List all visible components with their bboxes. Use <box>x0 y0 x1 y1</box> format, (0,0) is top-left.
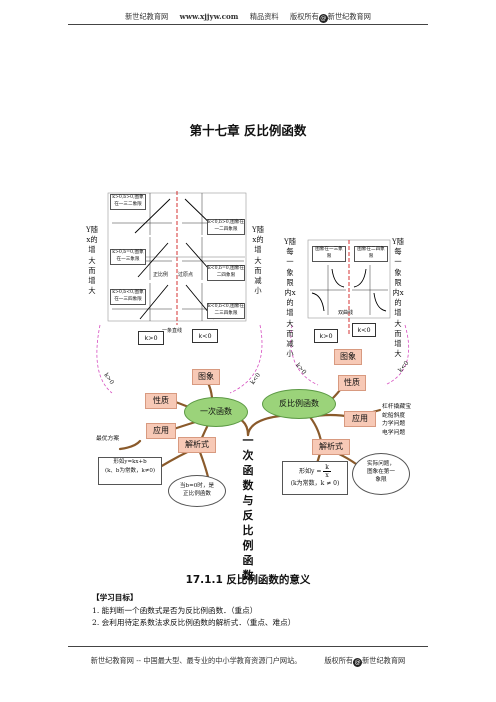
header-divider <box>68 24 428 25</box>
header-slogan: 精品资料 <box>249 12 279 21</box>
yingyong-tag-right: 应用 <box>344 411 376 427</box>
real-problem-note: 实际问题， 图象在第一 象限 <box>352 453 410 495</box>
left-increase-text: Y随x的增大而增大 <box>86 225 98 296</box>
hyper-box-1: 图象在一三象限 <box>312 246 346 262</box>
shuang-quxian-label: 双曲线 <box>338 310 354 316</box>
right-decrease-text: Y随每一象限内x的增大而减小 <box>284 237 296 359</box>
real-problem-line2: 图象在第一 <box>367 469 395 475</box>
objective-item-2: 2. 会利用待定系数法求反比例函数的解析式．（重点、难点） <box>92 618 296 627</box>
tuxiang-tag-right: 图象 <box>334 349 362 365</box>
inverse-formula-line: 形如y = k x <box>283 464 347 479</box>
fraction-denominator: x <box>325 472 329 479</box>
linear-box-2: k>0,b=0,图象在一三象限 <box>110 249 146 265</box>
real-problem-line3: 象限 <box>375 477 387 483</box>
linear-box-5: k<0,b=0,图象在二四象限 <box>207 265 245 281</box>
center-title: 一次函数与反比例函数 <box>242 434 254 582</box>
footer-tagline: -- 中国最大型、最专业的中小学教育资源门户网站。 <box>136 656 302 665</box>
zuiyou-fangan-label: 最优方案 <box>96 436 120 442</box>
jiexishi-tag-right: 解析式 <box>312 439 350 455</box>
app-list: 杠杆撬藏宝 蛇船斜度 力学问题 电学问题 <box>382 403 438 437</box>
real-problem-line1: 实际问题， <box>367 461 395 467</box>
xingzhi-tag-left: 性质 <box>145 393 177 409</box>
page-header: 新世纪教育网 www.xjjyw.com 精品资料 版权所有@新世纪教育网 <box>0 12 496 23</box>
app-item-1: 杠杆撬藏宝 <box>382 404 411 410</box>
section-title: 17.1.1 反比例函数的意义 <box>185 574 311 586</box>
b-zero-line2: 正比例函数 <box>183 491 211 497</box>
guo-yuan-dian-label: 过原点 <box>178 272 194 278</box>
inverse-function-node: 反比例函数 <box>262 389 336 419</box>
header-url[interactable]: www.xjjyw.com <box>179 12 239 21</box>
page-footer: 新世纪教育网 -- 中国最大型、最专业的中小学教育资源门户网站。 版权所有@新世… <box>0 656 496 667</box>
header-site: 新世纪教育网 <box>125 12 169 21</box>
jiexishi-tag-left: 解析式 <box>178 437 216 453</box>
linear-formula-line1: 形如y=kx+b <box>113 459 147 465</box>
app-item-2: 蛇船斜度 <box>382 412 406 419</box>
objectives-heading: 【学习目标】 <box>92 593 138 602</box>
linear-box-4: k<0,b>0,图象在一二四象限 <box>207 219 245 235</box>
app-item-4: 电学问题 <box>382 429 406 436</box>
chapter-title: 第十七章 反比例函数 <box>189 123 307 138</box>
app-item-3: 力学问题 <box>382 421 406 427</box>
footer-site: 新世纪教育网 <box>90 656 134 665</box>
yingyong-tag-left: 应用 <box>146 423 176 439</box>
k-negative-tag-left: k<0 <box>192 329 218 343</box>
linear-box-1: k>0,b>0,图象在一三二象限 <box>110 194 146 210</box>
footer-divider <box>68 646 428 647</box>
objective-item-1: 1. 能判断一个函数式是否为反比例函数．（重点） <box>92 605 258 615</box>
inverse-formula-prefix: 形如y = <box>299 468 322 475</box>
header-rights-prefix: 版权所有 <box>290 12 319 21</box>
inverse-formula-box: 形如y = k x (k为常数，k ≠ 0) <box>282 461 348 495</box>
footer-rights-prefix: 版权所有 <box>324 656 354 665</box>
header-rights-suffix: 新世纪教育网 <box>327 12 371 21</box>
b-zero-line1: 当b=0时，是 <box>179 483 215 489</box>
linear-box-6: k<0,b<0,图象在二三四象限 <box>207 303 245 319</box>
k-positive-tag-right: k>0 <box>314 329 338 343</box>
mindmap: Y随x的增大而增大 Y随x的增大而减小 k>0,b>0,图象在一三二象限 k>0… <box>0 185 496 582</box>
k-positive-tag-left: k>0 <box>138 331 164 345</box>
linear-box-3: k>0,b<0,图象在一三四象限 <box>110 289 146 305</box>
fraction-numerator: k <box>323 464 331 472</box>
yi-tiao-zhixian-label: 一条直线 <box>162 328 183 334</box>
inverse-formula-fraction: k x <box>323 464 331 479</box>
linear-formula-box: 形如y=kx+b (k、b为常数，k≠0) <box>98 457 162 485</box>
zheng-li-label: 正比例 <box>153 272 169 278</box>
right-increase-text: Y随每一象限内x的增大而增大 <box>392 237 404 359</box>
xingzhi-tag-right: 性质 <box>338 375 366 391</box>
left-decrease-text: Y随x的增大而减小 <box>252 225 264 296</box>
footer-rights-suffix: 新世纪教育网 <box>362 656 406 665</box>
linear-formula-line2: (k、b为常数，k≠0) <box>104 467 156 474</box>
b-zero-note: 当b=0时，是 正比例函数 <box>168 475 226 507</box>
objectives: 【学习目标】 1. 能判断一个函数式是否为反比例函数．（重点） 2. 会利用待定… <box>92 592 432 630</box>
linear-function-node: 一次函数 <box>184 397 248 427</box>
k-negative-tag-right: k<0 <box>352 323 376 337</box>
inverse-formula-note: (k为常数，k ≠ 0) <box>290 480 340 487</box>
hyper-box-2: 图象在二四象限 <box>354 246 388 262</box>
tuxiang-tag-left: 图象 <box>192 369 220 385</box>
copyright-icon: @ <box>318 14 328 23</box>
copyright-icon: @ <box>353 658 363 667</box>
